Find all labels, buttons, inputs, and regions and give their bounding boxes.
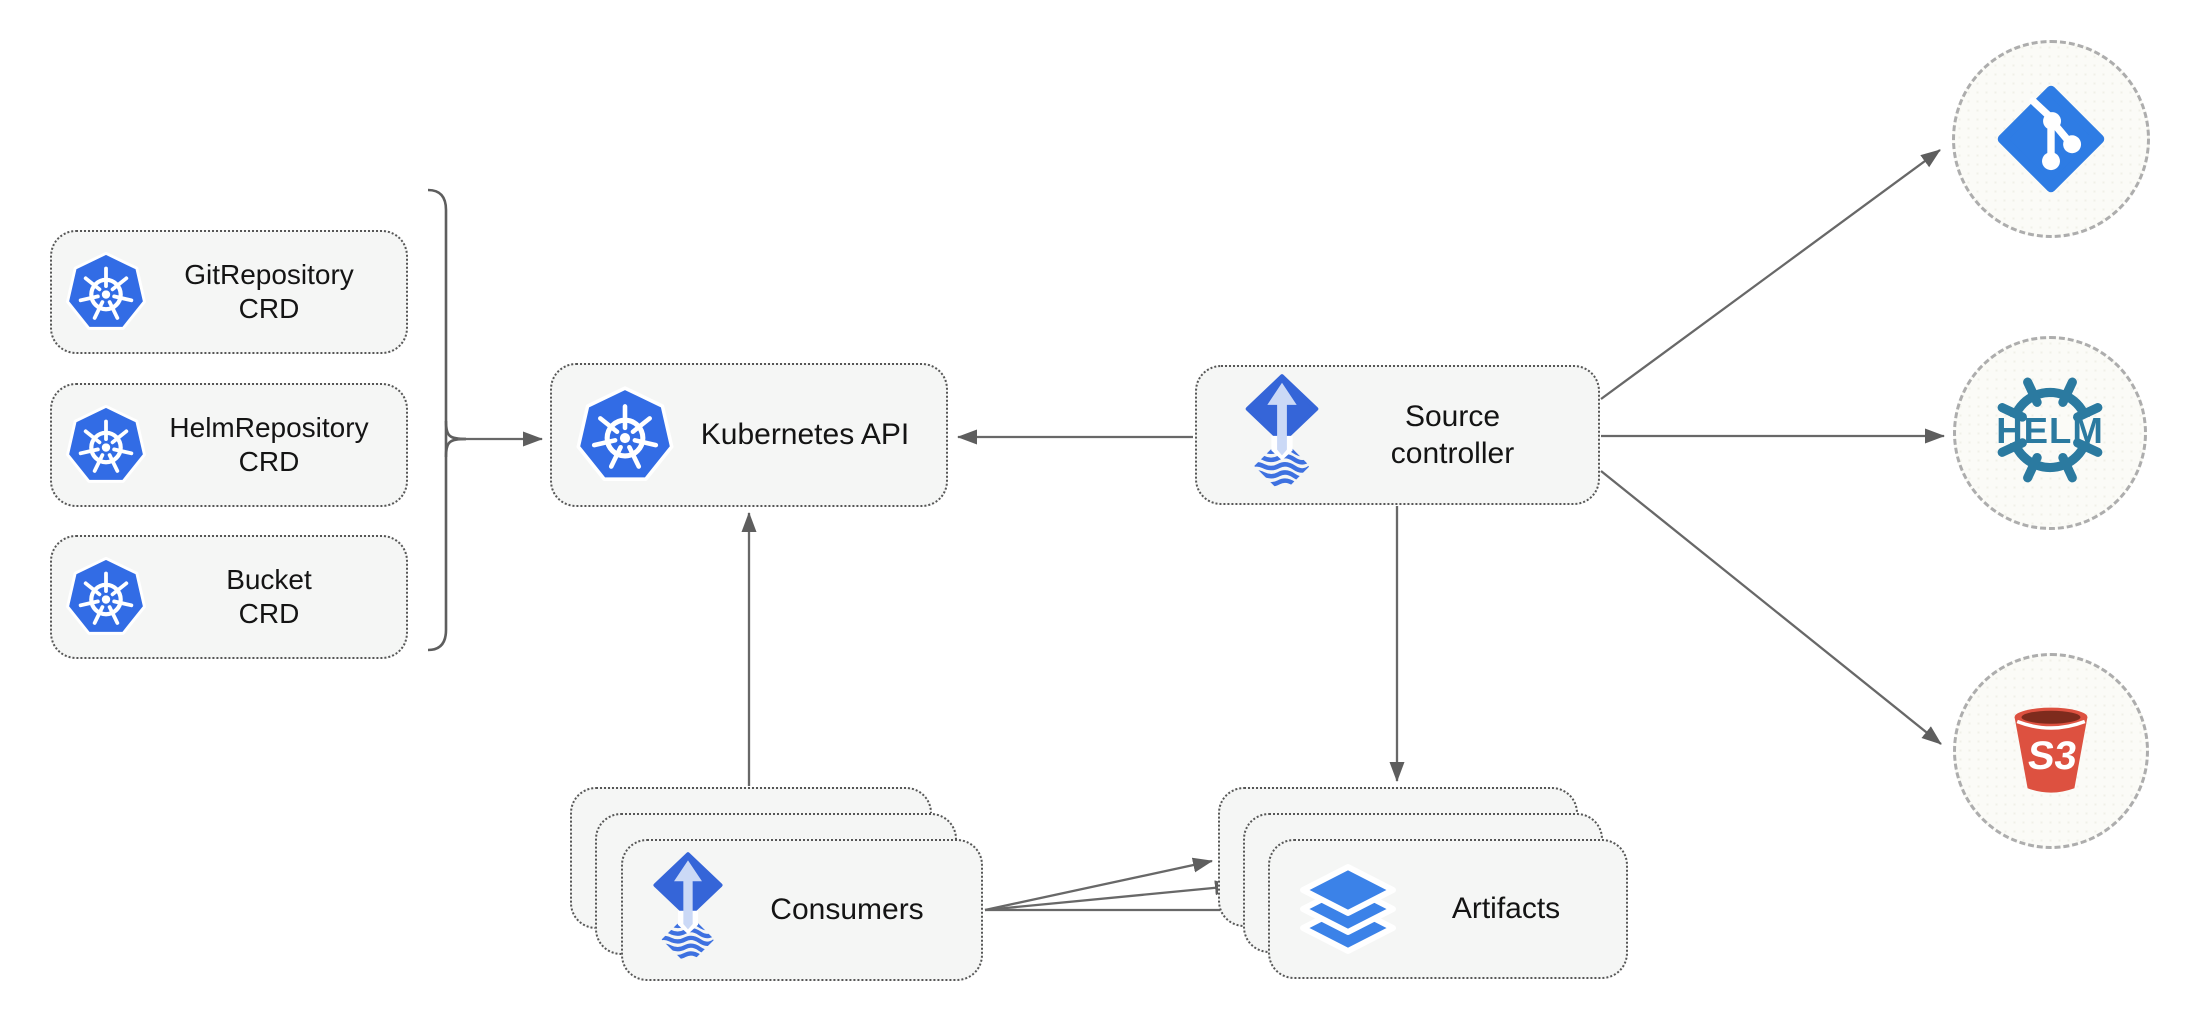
node-label: Artifacts [1451, 892, 1561, 925]
endpoint-s3-bucket: S3 [1953, 653, 2149, 849]
node-source-controller: Source controller [1195, 365, 1600, 505]
node-helmrepository-crd: HelmRepository CRD [50, 383, 408, 507]
node-artifacts: Artifacts [1268, 839, 1628, 979]
endpoint-helm-repository: HELM [1953, 336, 2147, 530]
helm-logo-text: HELM [1996, 410, 2104, 451]
arrow-source-to-s3 [1600, 470, 1942, 745]
git-icon [1997, 85, 2105, 193]
node-label: HelmRepository CRD [169, 412, 369, 477]
flux-icon [653, 852, 723, 962]
endpoint-git-repository [1952, 40, 2150, 238]
s3-bucket-icon: S3 [2014, 707, 2088, 793]
arrow-consumers-to-artifacts-1 [984, 857, 1213, 912]
arrow-source-to-git [1600, 149, 1941, 400]
node-label: Bucket CRD [226, 564, 312, 629]
node-label: GitRepository CRD [184, 259, 354, 324]
node-kubernetes-api: Kubernetes API [550, 363, 948, 507]
helm-icon: HELM [1996, 377, 2104, 483]
s3-logo-text: S3 [2026, 734, 2079, 778]
node-label: Consumers [770, 893, 924, 926]
layers-icon [1300, 864, 1396, 954]
arrow-consumers-to-artifacts-2 [984, 880, 1235, 912]
kubernetes-icon [576, 386, 674, 481]
kubernetes-icon [66, 404, 146, 483]
flux-icon [1245, 374, 1319, 490]
crd-group-bracket [427, 188, 467, 652]
node-label: Kubernetes API [700, 418, 910, 451]
node-bucket-crd: Bucket CRD [50, 535, 408, 659]
node-gitrepository-crd: GitRepository CRD [50, 230, 408, 354]
node-label: Source controller [1390, 400, 1515, 470]
kubernetes-icon [66, 556, 146, 635]
node-consumers: Consumers [621, 839, 983, 981]
kubernetes-icon [66, 251, 146, 330]
